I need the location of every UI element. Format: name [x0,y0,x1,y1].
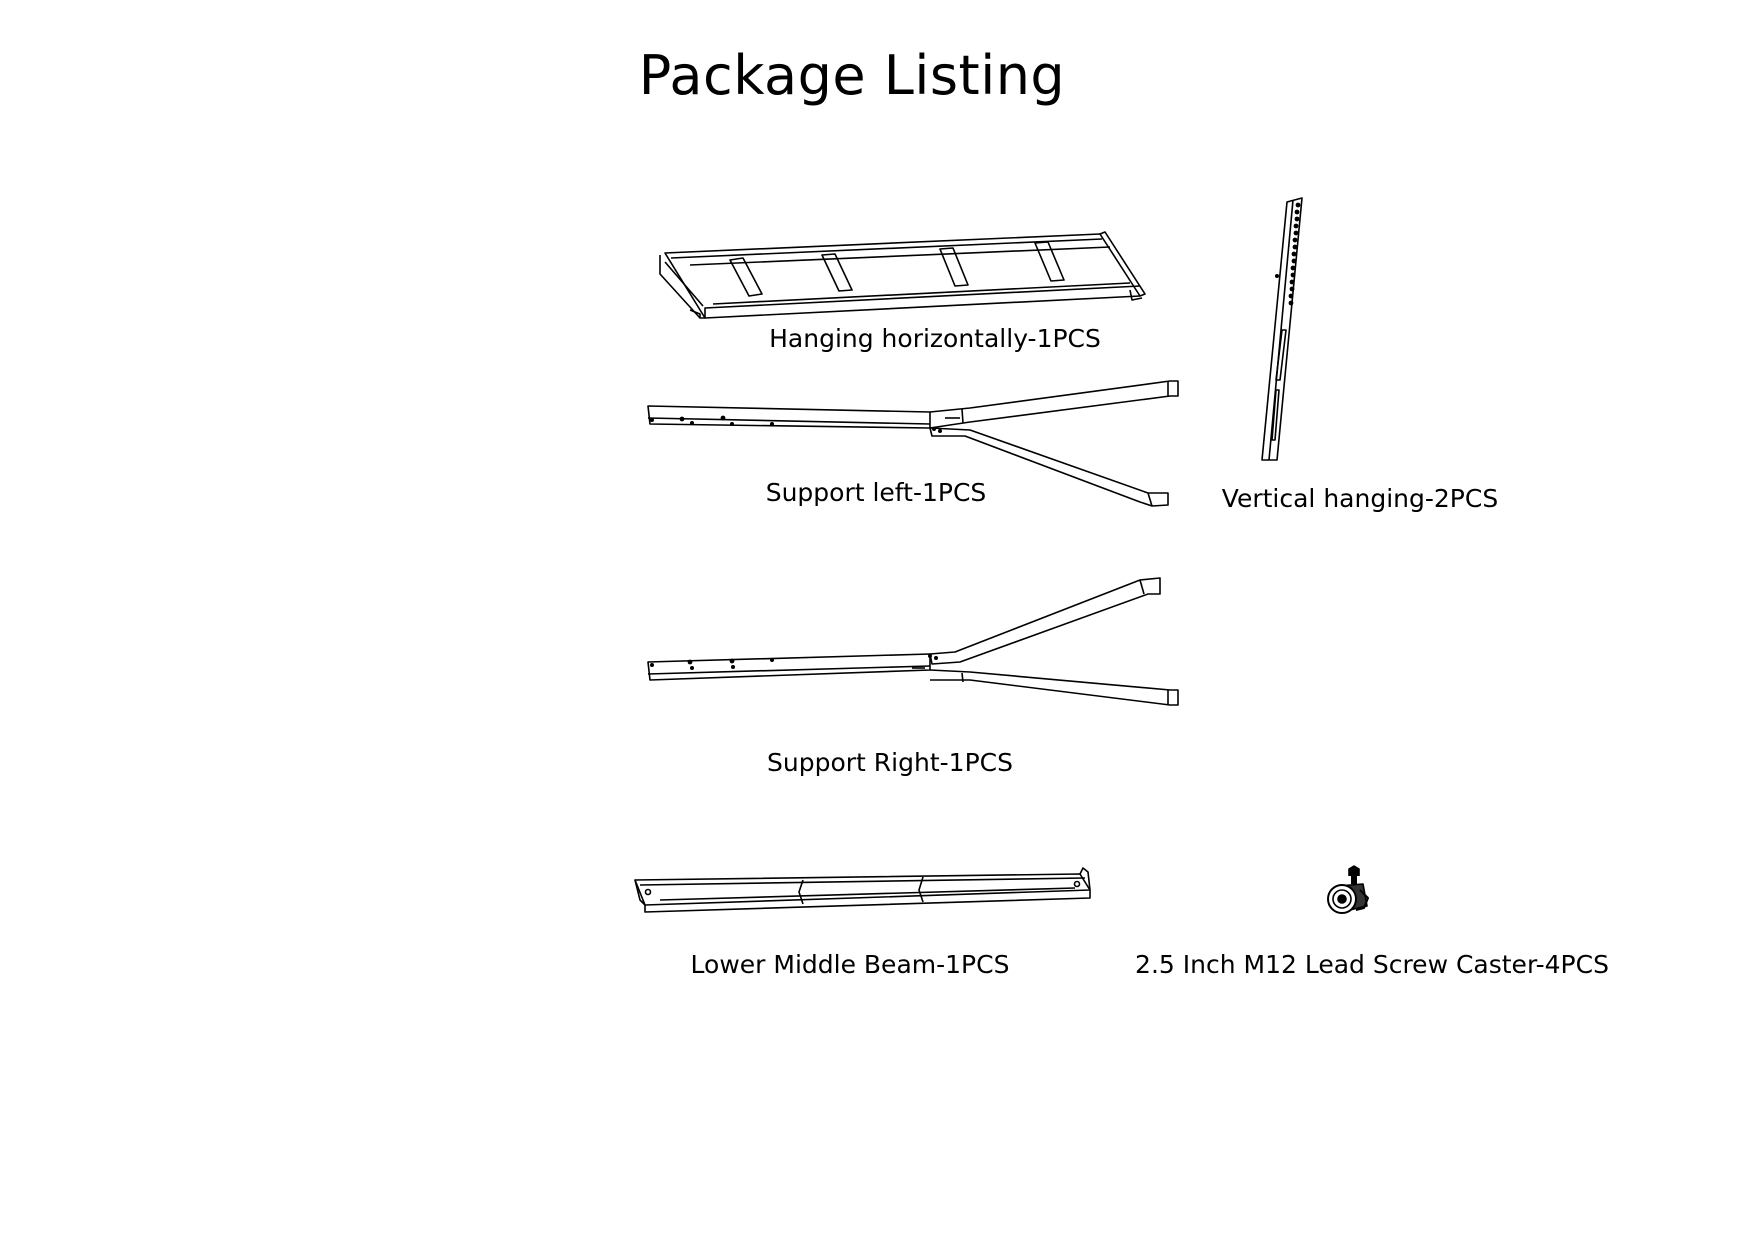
hanging-horizontally-label: Hanging horizontally-1PCS [769,324,1101,353]
caster-label: 2.5 Inch M12 Lead Screw Caster-4PCS [1135,950,1609,979]
support-left-label: Support left-1PCS [765,478,987,507]
support-right-label: Support Right-1PCS [767,748,1013,777]
page-title: Package Listing [638,44,1066,107]
vertical-hanging-label: Vertical hanging-2PCS [1221,484,1499,513]
lower-middle-beam-label: Lower Middle Beam-1PCS [690,950,1010,979]
